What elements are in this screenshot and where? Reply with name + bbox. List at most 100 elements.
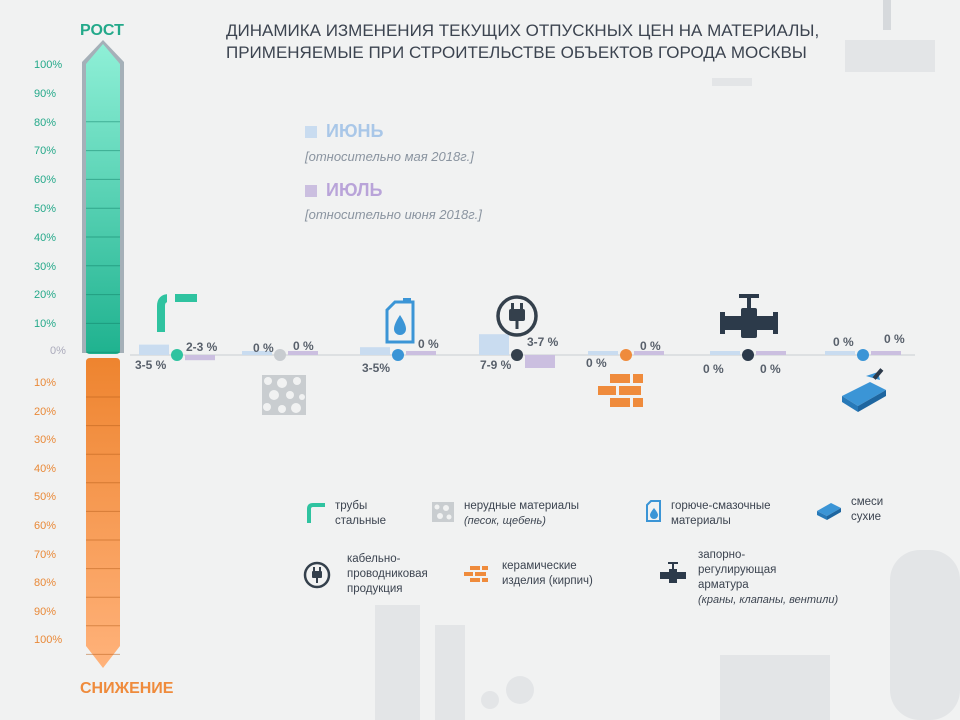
legend-valve-line3: арматура: [698, 579, 749, 591]
decrease-label: СНИЖЕНИЕ: [80, 680, 174, 697]
scale-tick-down: 80%: [34, 577, 57, 590]
data-label-july: 0 %: [884, 332, 905, 346]
data-label-june: 0 %: [703, 362, 724, 376]
scale-tick-down: 90%: [34, 605, 57, 618]
pipe-icon: [157, 292, 197, 332]
category-marker: [742, 349, 754, 361]
legend-pipe-icon: [307, 503, 325, 523]
bar-july: [871, 351, 901, 355]
legend-valve-line4: (краны, клапаны, вентили): [698, 594, 839, 606]
data-label-june: 7-9 %: [480, 358, 512, 372]
gravel-icon: [262, 375, 306, 415]
june-sub: [относительно мая 2018г.]: [305, 149, 474, 164]
bar-july: [634, 351, 664, 355]
legend-cable-line1: кабельно-: [347, 553, 401, 565]
bar-june: [360, 347, 390, 355]
category-marker: [274, 349, 286, 361]
plug-icon: [496, 295, 538, 337]
data-label-june: 3-5%: [362, 361, 391, 375]
category-marker: [620, 349, 632, 361]
legend-sand-line1: нерудные материалы: [464, 500, 580, 512]
bar-chart: [130, 334, 915, 368]
legend-valve-line1: запорно-: [698, 549, 746, 561]
data-label-july: 2-3 %: [186, 340, 218, 354]
legend-pipes: трубы стальные: [335, 499, 386, 529]
scale-tick-up: 90%: [34, 87, 57, 100]
scale-tick-down: 30%: [34, 434, 57, 447]
legend-brick: керамические изделия (кирпич): [502, 559, 593, 589]
data-label-july: 0 %: [293, 339, 314, 353]
bar-july: [288, 351, 318, 355]
data-label-june: 0 %: [833, 335, 854, 349]
data-label-july: 0 %: [760, 362, 781, 376]
legend-mix-line2: сухие: [851, 511, 882, 523]
legend-mix-line1: смеси: [851, 496, 884, 508]
scale-tick-down: 10%: [34, 377, 57, 389]
scale-tick-up: 50%: [34, 203, 57, 215]
valve-icon: [720, 294, 778, 338]
july-sub: [относительно июня 2018г.]: [305, 207, 482, 222]
legend-brick-line1: керамические: [502, 560, 577, 572]
scale-tick-up: 100%: [34, 59, 63, 71]
growth-label: РОСТ: [80, 22, 124, 39]
legend-sand-line2: (песок, щебень): [464, 515, 546, 527]
legend-brick-icon: [464, 566, 488, 582]
data-label-july: 3-7 %: [527, 335, 559, 349]
legend-plug-icon: [303, 561, 331, 589]
scale-tick-down: 100%: [34, 634, 63, 647]
scale-gauge: [82, 40, 124, 668]
legend-pipes-line2: стальные: [335, 515, 386, 527]
bar-june: [825, 351, 855, 355]
scale-tick-zero: 0%: [50, 345, 66, 357]
june-swatch: [305, 126, 317, 138]
bar-july: [406, 351, 436, 355]
scale-tick-down: 20%: [34, 405, 57, 418]
category-marker: [857, 349, 869, 361]
legend-gravel-icon: [432, 502, 454, 522]
data-label-july: 0 %: [640, 339, 661, 353]
data-label-june: 0 %: [586, 356, 607, 370]
legend-sand: нерудные материалы (песок, щебень): [464, 499, 579, 529]
legend-valve-line2: регулирующая: [698, 564, 777, 576]
title-line-1: ДИНАМИКА ИЗМЕНЕНИЯ ТЕКУЩИХ ОТПУСКНЫХ ЦЕН…: [226, 21, 820, 40]
bar-june: [242, 351, 272, 355]
bar-july: [185, 355, 215, 361]
legend-canister-icon: [646, 500, 661, 522]
scale-tick-down: 40%: [34, 462, 57, 475]
july-swatch: [305, 185, 317, 197]
legend-fuel: горюче-смазочные материалы: [671, 499, 771, 529]
chart-title: ДИНАМИКА ИЗМЕНЕНИЯ ТЕКУЩИХ ОТПУСКНЫХ ЦЕН…: [226, 20, 866, 64]
scale-tick-down: 60%: [34, 520, 57, 532]
legend-cable-line2: проводниковая: [347, 568, 428, 580]
legend-mix-icon: [817, 503, 841, 520]
bar-june: [479, 334, 509, 355]
legend-cable-line3: продукция: [347, 583, 403, 595]
bar-july: [525, 355, 555, 368]
scale-tick-up: 70%: [34, 145, 57, 158]
legend-mix: смеси сухие: [851, 495, 883, 525]
legend-valve: запорно- регулирующая арматура (краны, к…: [698, 548, 838, 608]
scale-tick-up: 10%: [34, 318, 57, 331]
legend-brick-line2: изделия (кирпич): [502, 575, 593, 587]
legend-valve-icon: [660, 562, 686, 583]
scale-tick-down: 70%: [34, 548, 57, 561]
data-label-july: 0 %: [418, 337, 439, 351]
bar-june: [710, 351, 740, 355]
category-marker: [392, 349, 404, 361]
bar-june: [588, 351, 618, 355]
legend-fuel-line2: материалы: [671, 515, 731, 527]
canister-icon: [385, 298, 415, 344]
scale-tick-up: 40%: [34, 231, 57, 244]
legend-pipes-line1: трубы: [335, 500, 368, 512]
scale-tick-up: 60%: [34, 174, 57, 187]
category-marker: [171, 349, 183, 361]
bar-july: [756, 351, 786, 355]
dry-mix-icon: [842, 368, 886, 412]
legend-fuel-line1: горюче-смазочные: [671, 500, 771, 512]
june-label: ИЮНЬ: [326, 121, 384, 141]
data-label-june: 3-5 %: [135, 358, 167, 372]
legend-cable: кабельно- проводниковая продукция: [347, 552, 428, 597]
scale-tick-down: 50%: [34, 491, 57, 504]
title-line-2: ПРИМЕНЯЕМЫЕ ПРИ СТРОИТЕЛЬСТВЕ ОБЪЕКТОВ Г…: [226, 43, 807, 62]
